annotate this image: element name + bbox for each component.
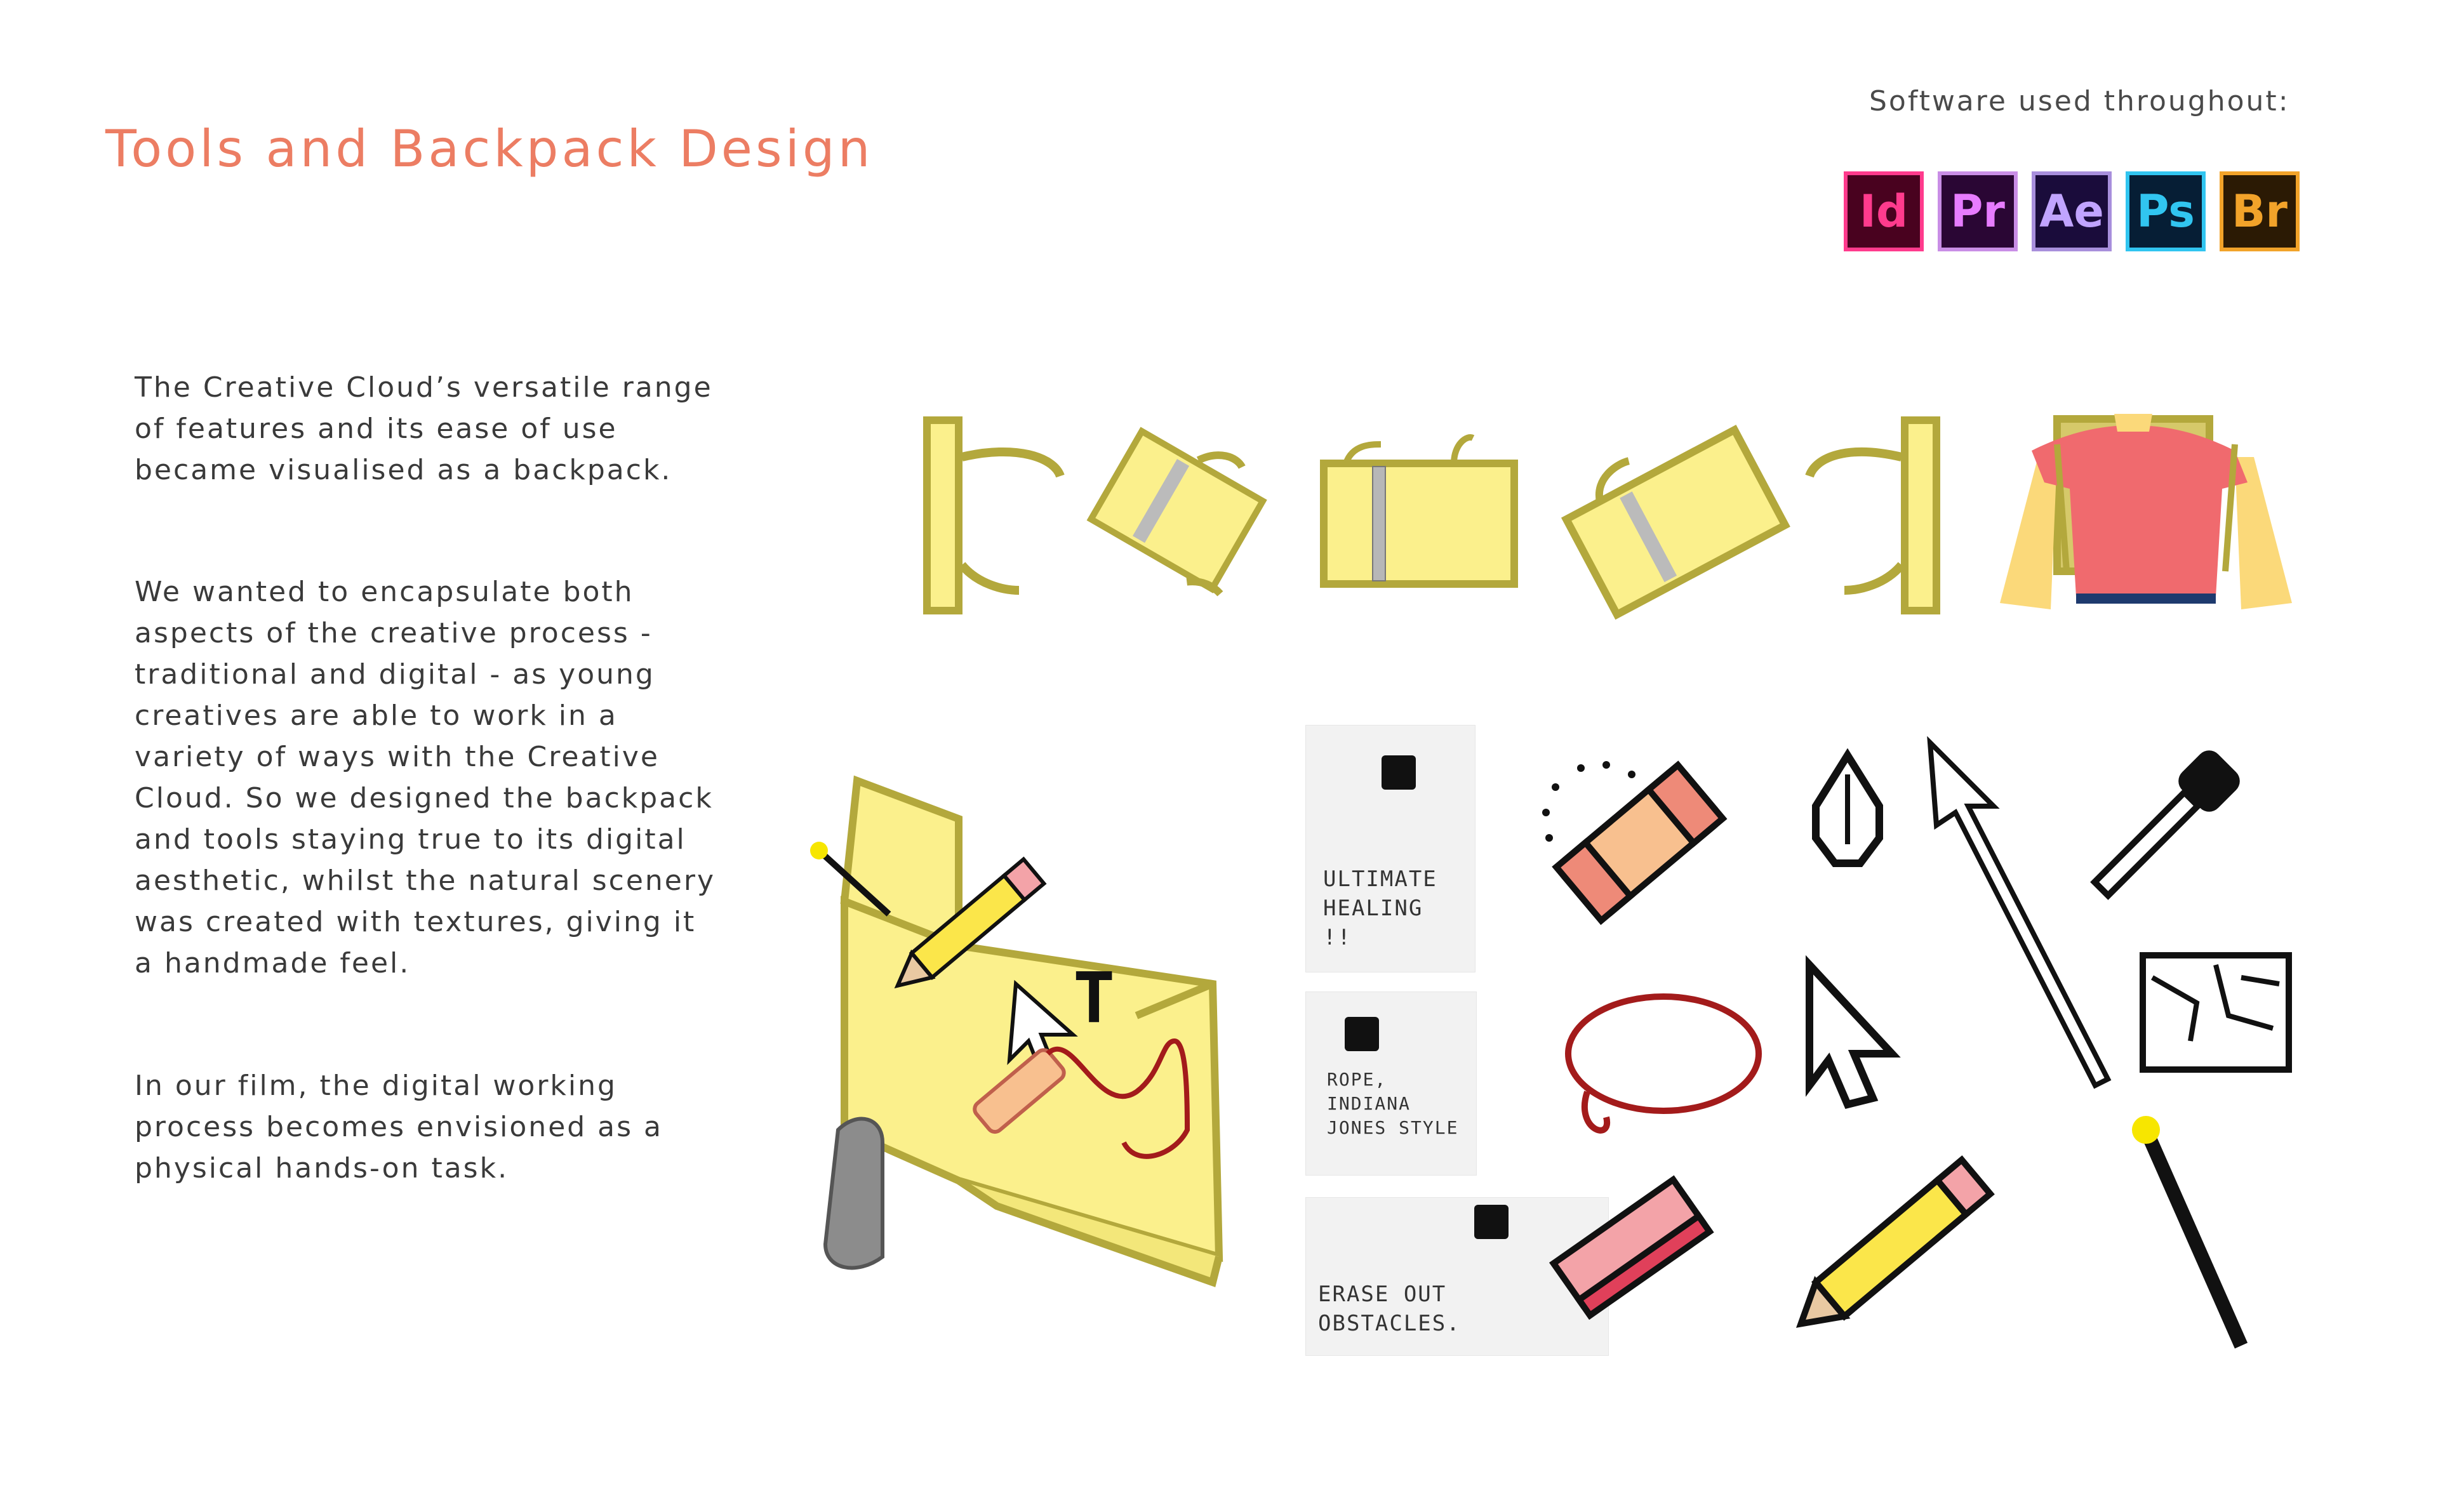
character-back-view xyxy=(2000,414,2292,609)
after-effects-icon: Ae xyxy=(2032,171,2112,251)
bridge-icon: Br xyxy=(2220,171,2300,251)
rope-in-backpack xyxy=(1046,1038,1190,1159)
grey-creature xyxy=(823,1117,884,1270)
bandage-in-backpack xyxy=(973,1048,1066,1134)
note-rope-text: ROPE, INDIANA JONES STYLE xyxy=(1327,1069,1459,1138)
backpack-rotation-row xyxy=(923,414,2292,620)
backpack-side-left xyxy=(923,416,1065,614)
open-backpack-illustration: T xyxy=(810,775,1223,1287)
note-healing-text: ULTIMATE HEALING !! xyxy=(1323,866,1437,950)
film-paragraph: In our film, the digital working process… xyxy=(135,1070,663,1184)
software-icons: Id Pr Ae Ps Br xyxy=(1844,171,2300,251)
note-erase-text: ERASE OUT OBSTACLES. xyxy=(1318,1282,1461,1336)
photoshop-icon: Ps xyxy=(2126,171,2206,251)
page-title: Tools and Backpack Design xyxy=(105,119,874,178)
pencil-in-backpack xyxy=(894,856,1047,989)
type-tool-in-backpack: T xyxy=(1073,957,1115,1038)
backpack-angle-left xyxy=(1086,427,1267,597)
note-rope: ROPE, INDIANA JONES STYLE xyxy=(1305,991,1477,1176)
healing-bandage-icon xyxy=(1552,760,1728,925)
map-icon xyxy=(2140,952,2292,1073)
indesign-icon: Id xyxy=(1844,171,1924,251)
note-erase: ERASE OUT OBSTACLES. xyxy=(1305,1197,1609,1356)
premiere-icon: Pr xyxy=(1938,171,2018,251)
process-paragraph: We wanted to encapsulate both aspects of… xyxy=(135,576,716,979)
eyedropper-icon xyxy=(2090,750,2240,900)
pixel-tools-grid xyxy=(1542,736,2292,1349)
backpack-front xyxy=(1320,434,1518,588)
backpack-side-right xyxy=(1805,416,1940,614)
eraser-icon xyxy=(1474,1205,1509,1239)
long-arrow-cursor-icon xyxy=(1927,736,2112,1089)
software-label: Software used throughout: xyxy=(1869,85,2290,117)
eraser-tool-icon xyxy=(1549,1175,1714,1320)
intro-paragraph: The Creative Cloud’s versatile range of … xyxy=(135,371,713,486)
magic-wand-icon xyxy=(2132,1116,2248,1349)
pencil-tool-icon xyxy=(1795,1155,1995,1328)
note-healing: ULTIMATE HEALING !! xyxy=(1305,725,1475,972)
bandage-icon xyxy=(1382,755,1416,790)
lasso-icon xyxy=(1345,1017,1379,1051)
lasso-tool-icon xyxy=(1565,993,1762,1114)
arrow-cursor-icon xyxy=(1806,955,1901,1110)
backpack-angle-right xyxy=(1561,425,1790,620)
